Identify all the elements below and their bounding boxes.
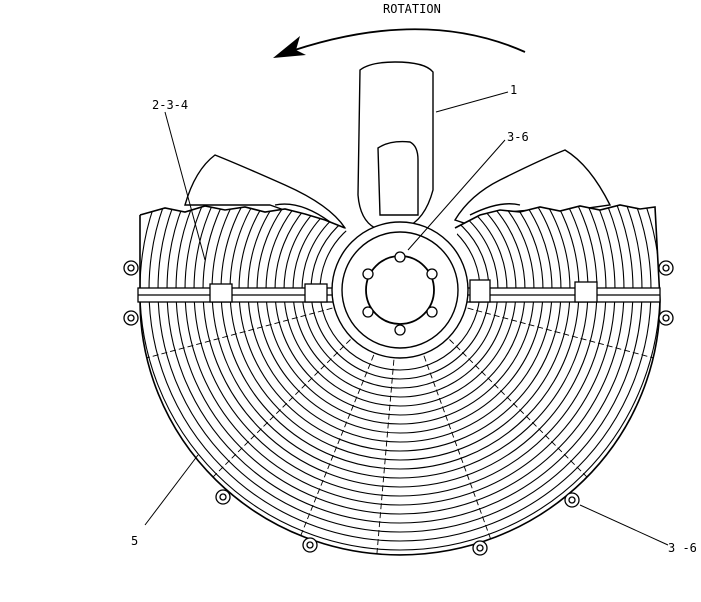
leader-lines [144,91,669,546]
guard-spoke [298,354,375,541]
guard-ring [140,205,660,551]
mounting-lug-hole [568,496,576,504]
mounting-lug-hole [662,314,670,322]
mounting-lug-hole [306,541,314,549]
mounting-lug-hole [127,314,135,322]
guard-spoke [423,355,493,544]
hub-bolt [394,251,406,263]
mounting-lugs [123,260,674,556]
mounting-lug-hole [476,544,484,552]
callout-1: 1 [510,83,517,97]
rotation-label: ROTATION [383,2,441,16]
guard-spoke [449,339,592,482]
mounting-lug-hole [127,264,135,272]
hub [331,221,469,359]
hub-bolt [362,306,374,318]
callout-2-3-4: 2-3-4 [152,98,188,112]
mounting-lug-hole [219,493,227,501]
hub-bolt [362,268,374,280]
guard-spoke [467,307,660,361]
rotation-arrow [273,28,526,58]
guard-spoke [376,359,395,555]
hub-bolt [426,268,438,280]
hub-bolt [394,324,406,336]
guard-clamps [209,279,598,303]
fan-guard-outline [139,204,661,556]
callout-3-6-hub: 3-6 [507,130,529,144]
callout-5: 5 [131,534,138,548]
hub-bolt [426,306,438,318]
guard-spoke [140,307,333,361]
callout-3-6-lug: 3 -6 [668,541,697,555]
hub-bolts [362,251,438,336]
fan-blade-top [357,61,434,229]
mounting-lug-hole [662,264,670,272]
guard-spoke [208,339,351,482]
